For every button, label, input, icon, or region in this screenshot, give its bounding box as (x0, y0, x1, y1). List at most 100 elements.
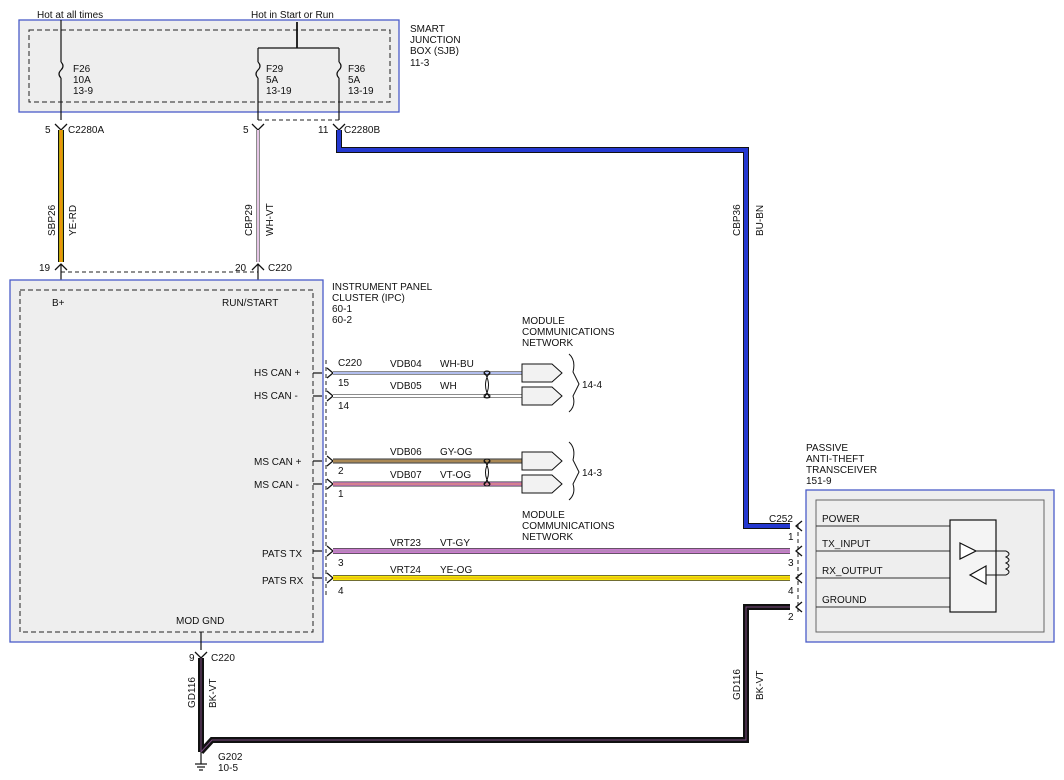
pin-15: 15 (338, 378, 350, 389)
svg-text:VDB06: VDB06 (390, 447, 422, 458)
pin-9: 9 (189, 653, 195, 664)
svg-text:COMMUNICATIONS: COMMUNICATIONS (522, 327, 615, 338)
svg-text:VRT24: VRT24 (390, 565, 421, 576)
svg-text:151-9: 151-9 (806, 476, 832, 487)
pin-5-a: 5 (45, 125, 51, 136)
wire-sbp26-color: YE-RD (68, 205, 79, 236)
svg-text:VDB05: VDB05 (390, 381, 422, 392)
fuse-f29-ref: 13-19 (266, 86, 292, 97)
fuse-f29: F29 5A 13-19 (255, 61, 292, 120)
hs-can-ref: 14-4 (582, 380, 602, 391)
terminal-tx-input: TX_INPUT (822, 539, 870, 550)
fuse-f26-ref: 13-9 (73, 86, 93, 97)
wire-vdb06: VDB06 GY-OG (333, 447, 522, 464)
pin-14: 14 (338, 401, 350, 412)
connector-c252-label: C252 (769, 514, 793, 525)
svg-text:MODULE: MODULE (522, 510, 565, 521)
svg-text:TRANSCEIVER: TRANSCEIVER (806, 465, 877, 476)
svg-text:NETWORK: NETWORK (522, 338, 573, 349)
fuse-f36-ref: 13-19 (348, 86, 374, 97)
pin-20: 20 (235, 263, 247, 274)
svg-text:ANTI-THEFT: ANTI-THEFT (806, 454, 864, 465)
wire-cbp29-color: WH-VT (265, 203, 276, 236)
svg-text:VT-OG: VT-OG (440, 470, 471, 481)
ipc-title-2: CLUSTER (IPC) (332, 293, 405, 304)
fuse-f29-name: F29 (266, 64, 284, 75)
terminal-rx-output: RX_OUTPUT (822, 566, 883, 577)
fuse-f29-rating: 5A (266, 75, 279, 86)
svg-text:VDB04: VDB04 (390, 359, 422, 370)
pats-pin-2: 2 (788, 612, 794, 623)
wire-sbp26: SBP26 YE-RD (47, 130, 79, 262)
connector-c220-gnd: C220 (211, 653, 235, 664)
pats-pin-1: 1 (788, 532, 794, 543)
connector-c220: C220 (268, 263, 292, 274)
ipc-ms-can-minus: MS CAN - (254, 480, 299, 491)
svg-text:GY-OG: GY-OG (440, 447, 473, 458)
label-hot-in-start-or-run: Hot in Start or Run (251, 10, 334, 21)
wire-vrt23: VRT23 VT-GY (333, 538, 790, 554)
pin-3: 3 (338, 558, 344, 569)
ipc-ms-can-plus: MS CAN + (254, 457, 302, 468)
connector-c220-label: C220 (338, 358, 362, 369)
fuse-f36: F36 5A 13-19 (336, 61, 374, 120)
connector-c2280: 5 C2280A 5 11 C2280B (45, 119, 380, 136)
ms-can-network-connector: 14-3 (521, 441, 602, 501)
connector-c220-top: 19 20 C220 (39, 263, 292, 290)
svg-text:VRT23: VRT23 (390, 538, 421, 549)
svg-text:WH-BU: WH-BU (440, 359, 474, 370)
antenna-coil-icon (1004, 550, 1010, 576)
wire-cbp36-circuit: CBP36 (732, 204, 743, 236)
wire-vrt24: VRT24 YE-OG (333, 565, 790, 581)
twisted-pair-icon (483, 370, 491, 399)
fuse-f26-name: F26 (73, 64, 91, 75)
ms-can-ref: 14-3 (582, 468, 602, 479)
module-communications-network-bottom: MODULE COMMUNICATIONS NETWORK (522, 510, 615, 543)
ipc-pats-rx: PATS RX (262, 576, 304, 587)
pin-4: 4 (338, 586, 344, 597)
svg-text:PASSIVE: PASSIVE (806, 443, 848, 454)
svg-text:BK-VT: BK-VT (755, 671, 766, 700)
terminal-ground: GROUND (822, 595, 866, 606)
ipc-pats-tx: PATS TX (262, 549, 302, 560)
pin-2: 2 (338, 466, 344, 477)
fuse-f36-name: F36 (348, 64, 366, 75)
svg-text:BK-VT: BK-VT (208, 679, 219, 708)
svg-text:VDB07: VDB07 (390, 470, 422, 481)
fuse-f26-rating: 10A (73, 75, 91, 86)
pats-pin-3: 3 (788, 558, 794, 569)
connector-c252: C252 1 3 4 2 (769, 514, 803, 623)
connector-c2280a: C2280A (68, 125, 104, 136)
sjb-title-1: SMART (410, 24, 445, 35)
svg-text:MODULE: MODULE (522, 316, 565, 327)
wire-cbp29: CBP29 WH-VT (244, 130, 276, 262)
ipc-hs-can-minus: HS CAN - (254, 391, 298, 402)
terminal-power: POWER (822, 514, 860, 525)
ground-ref: 10-5 (218, 763, 238, 774)
svg-text:COMMUNICATIONS: COMMUNICATIONS (522, 521, 615, 532)
passive-anti-theft-transceiver: PASSIVE ANTI-THEFT TRANSCEIVER 151-9 POW… (805, 443, 1055, 643)
module-communications-network-top: MODULE COMMUNICATIONS NETWORK (522, 316, 615, 349)
wire-vdb07: VDB07 VT-OG (333, 470, 522, 487)
ipc-hs-can-plus: HS CAN + (254, 368, 301, 379)
ipc-run-start: RUN/START (222, 298, 278, 309)
pin-11: 11 (318, 125, 329, 136)
connector-c2280b: C2280B (344, 125, 380, 136)
sjb-title-ref: 11-3 (410, 58, 430, 69)
ground-icon: G202 10-5 (195, 752, 243, 774)
fuse-f36-rating: 5A (348, 75, 361, 86)
ground-name: G202 (218, 752, 243, 763)
svg-text:VT-GY: VT-GY (440, 538, 470, 549)
ipc-title-ref-2: 60-2 (332, 315, 352, 326)
fuse-f26: F26 10A 13-9 (58, 61, 93, 120)
svg-text:GD116: GD116 (187, 677, 198, 708)
wire-cbp36: CBP36 BU-BN (336, 130, 790, 529)
wire-cbp36-color: BU-BN (755, 205, 766, 236)
pin-5-b: 5 (243, 125, 249, 136)
pin-19: 19 (39, 263, 51, 274)
svg-text:NETWORK: NETWORK (522, 532, 573, 543)
ipc-title-ref-1: 60-1 (332, 304, 352, 315)
twisted-pair-icon (483, 458, 491, 487)
ipc-mod-gnd: MOD GND (176, 616, 224, 627)
